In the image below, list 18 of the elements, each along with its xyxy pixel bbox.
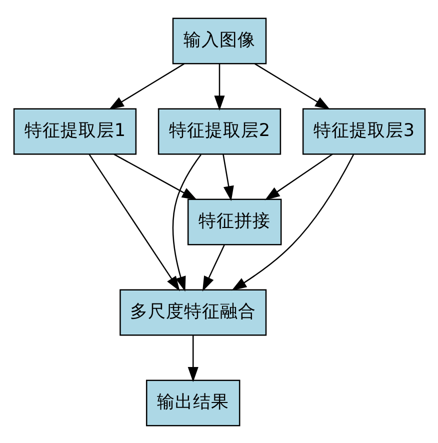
arrow bbox=[231, 154, 354, 290]
arrow bbox=[222, 154, 234, 201]
node-box: 特征提取层1 bbox=[12, 108, 136, 154]
arrow bbox=[264, 153, 332, 200]
node-box: 输入图像 bbox=[172, 17, 266, 64]
node-box: 特征提取层3 bbox=[302, 108, 426, 154]
arrow bbox=[254, 62, 330, 110]
arrow bbox=[108, 62, 184, 110]
arrow bbox=[214, 64, 224, 110]
arrow bbox=[113, 153, 197, 200]
node-box: 特征拼接 bbox=[186, 198, 282, 245]
node-box: 输出结果 bbox=[145, 379, 240, 426]
arrow bbox=[88, 153, 180, 291]
arrow bbox=[187, 334, 198, 382]
node-box: 多尺度特征融合 bbox=[119, 288, 266, 336]
arrow bbox=[172, 154, 201, 292]
arrow bbox=[202, 244, 224, 291]
node-box: 特征提取层2 bbox=[157, 108, 281, 154]
